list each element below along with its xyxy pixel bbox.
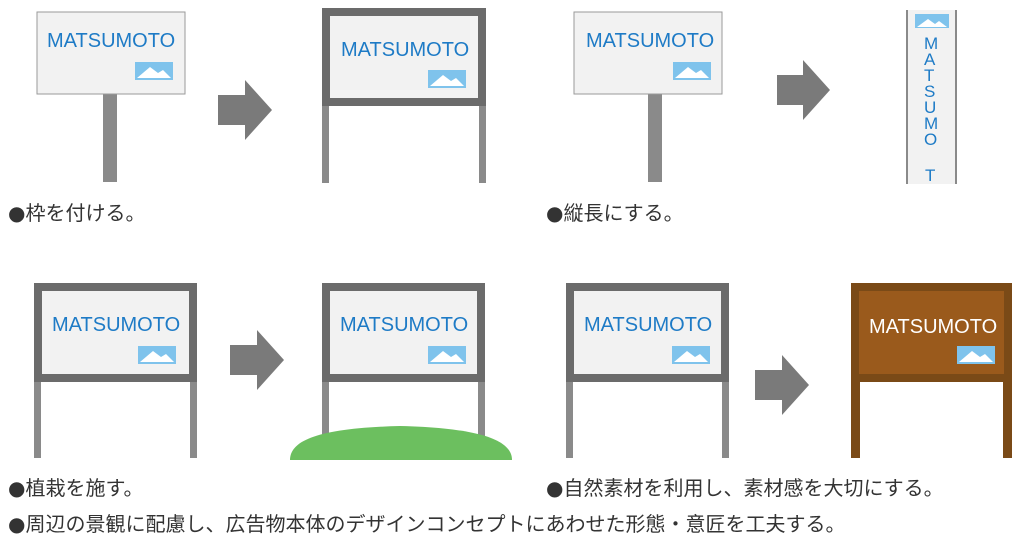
sign-post [103, 92, 117, 182]
sign-post [648, 92, 662, 182]
mountain-icon [915, 14, 949, 28]
vertical-letter: U [924, 98, 936, 117]
sign-panel [573, 11, 723, 95]
sign-text: MATSUMOTO [869, 316, 997, 338]
mountain-icon [138, 346, 176, 364]
sign-text: MATSUMOTO [586, 30, 714, 52]
sign-framed-with-planting: MATSUMOTO [290, 283, 512, 460]
mountain-icon [428, 346, 466, 364]
caption-material: ●自然素材を利用し、素材感を大切にする。 [546, 476, 944, 500]
sign-post [954, 10, 957, 184]
sign-framed-top: MATSUMOTO [322, 8, 486, 183]
sign-panel [36, 11, 186, 95]
caption-summary: ●周辺の景観に配慮し、広告物本体のデザインコンセプトにあわせた形態・意匠を工夫す… [8, 512, 846, 536]
sign-wooden: MATSUMOTO [851, 283, 1012, 458]
vertical-letter: A [924, 50, 936, 69]
mountain-icon [957, 346, 995, 364]
sign-text: MATSUMOTO [340, 314, 468, 336]
sign-text: MATSUMOTO [52, 314, 180, 336]
right-arrow-icon [755, 355, 809, 415]
caption-vertical: ●縦長にする。 [546, 201, 684, 225]
sign-panel [908, 10, 955, 184]
sign-framed-bottom-right: MATSUMOTO [566, 283, 729, 458]
caption-planting: ●植栽を施す。 [8, 476, 144, 500]
vertical-letter: T [925, 166, 935, 185]
sign-post [906, 10, 909, 184]
mountain-icon [672, 346, 710, 364]
vertical-letter: S [924, 82, 935, 101]
right-arrow-icon [230, 330, 284, 390]
sign-text: MATSUMOTO [584, 314, 712, 336]
mountain-icon [673, 62, 711, 80]
vertical-letter: T [924, 66, 934, 85]
vertical-letter: M [924, 114, 938, 133]
sign-framed-bottom-left: MATSUMOTO [34, 283, 197, 458]
mountain-icon [428, 70, 466, 88]
sign-text: MATSUMOTO [47, 30, 175, 52]
right-arrow-icon [777, 60, 830, 120]
right-arrow-icon [218, 80, 272, 140]
planting-shrub [290, 426, 512, 460]
vertical-letter: M [924, 34, 938, 53]
sign-vertical: M A T S U M O T [906, 10, 957, 185]
sign-text: MATSUMOTO [341, 39, 469, 61]
sign-simple-top-right: MATSUMOTO [573, 11, 723, 182]
caption-frame: ●枠を付ける。 [8, 201, 146, 225]
vertical-letter: O [924, 130, 937, 149]
sign-simple-top-left: MATSUMOTO [36, 11, 186, 182]
mountain-icon [135, 62, 173, 80]
